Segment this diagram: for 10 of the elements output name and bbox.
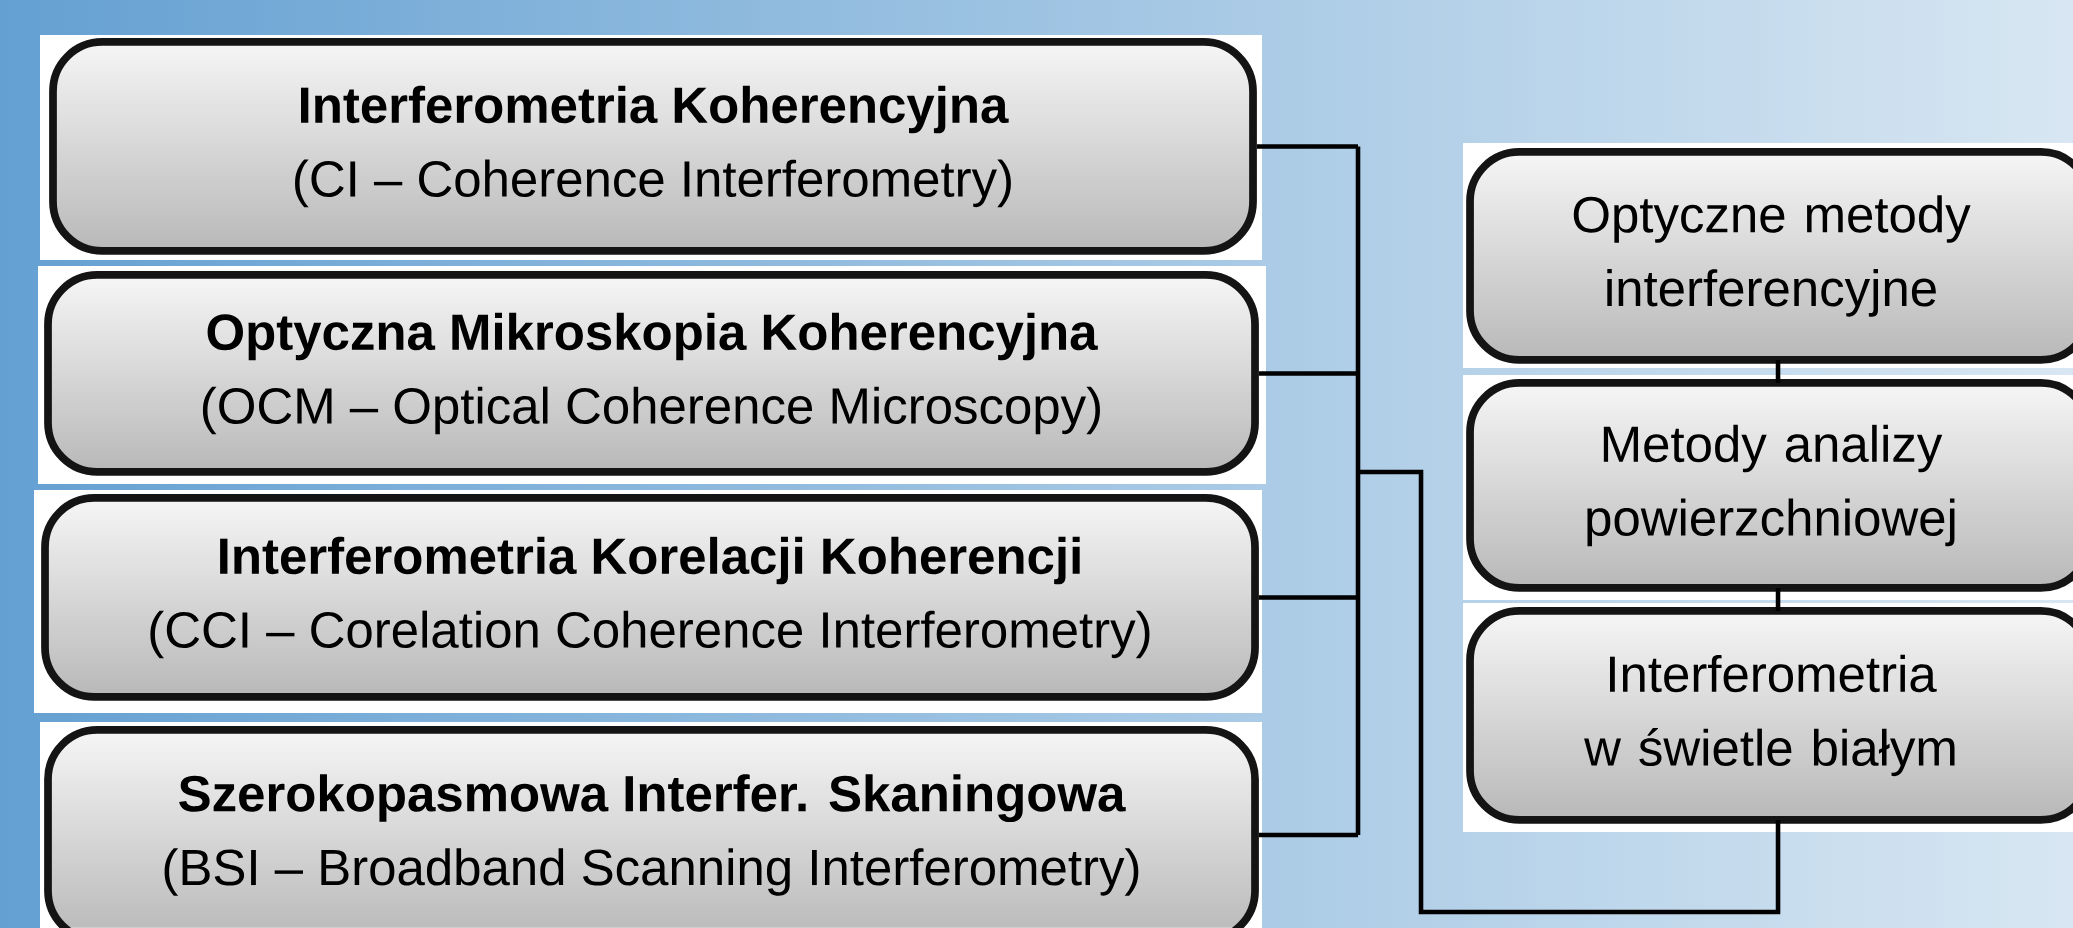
process-box: Interferometria w świetle białym: [1463, 603, 2073, 832]
process-box: Optyczne metody interferencyjne: [1463, 142, 2073, 368]
connector-line: [1775, 588, 1781, 611]
process-box: Interferometria Korelacji Koherencji (CCI – Corelation Coherence Interferometry): [34, 490, 1263, 713]
connector-line: [1775, 359, 1781, 383]
connector-line: [1254, 144, 1781, 915]
process-box: Optyczna Mikroskopia Koherencyjna (OCM – Optical Coherence Microscopy): [38, 266, 1266, 484]
process-box: Metody analizy powierzchniowej: [1463, 375, 2073, 600]
process-box: Interferometria Koherencyjna (CI – Coherence Interferometry): [40, 34, 1263, 260]
process-box: Szerokopasmowa Interfer. Skaningowa (BSI – Broadband Scanning Interferometry): [40, 722, 1263, 928]
